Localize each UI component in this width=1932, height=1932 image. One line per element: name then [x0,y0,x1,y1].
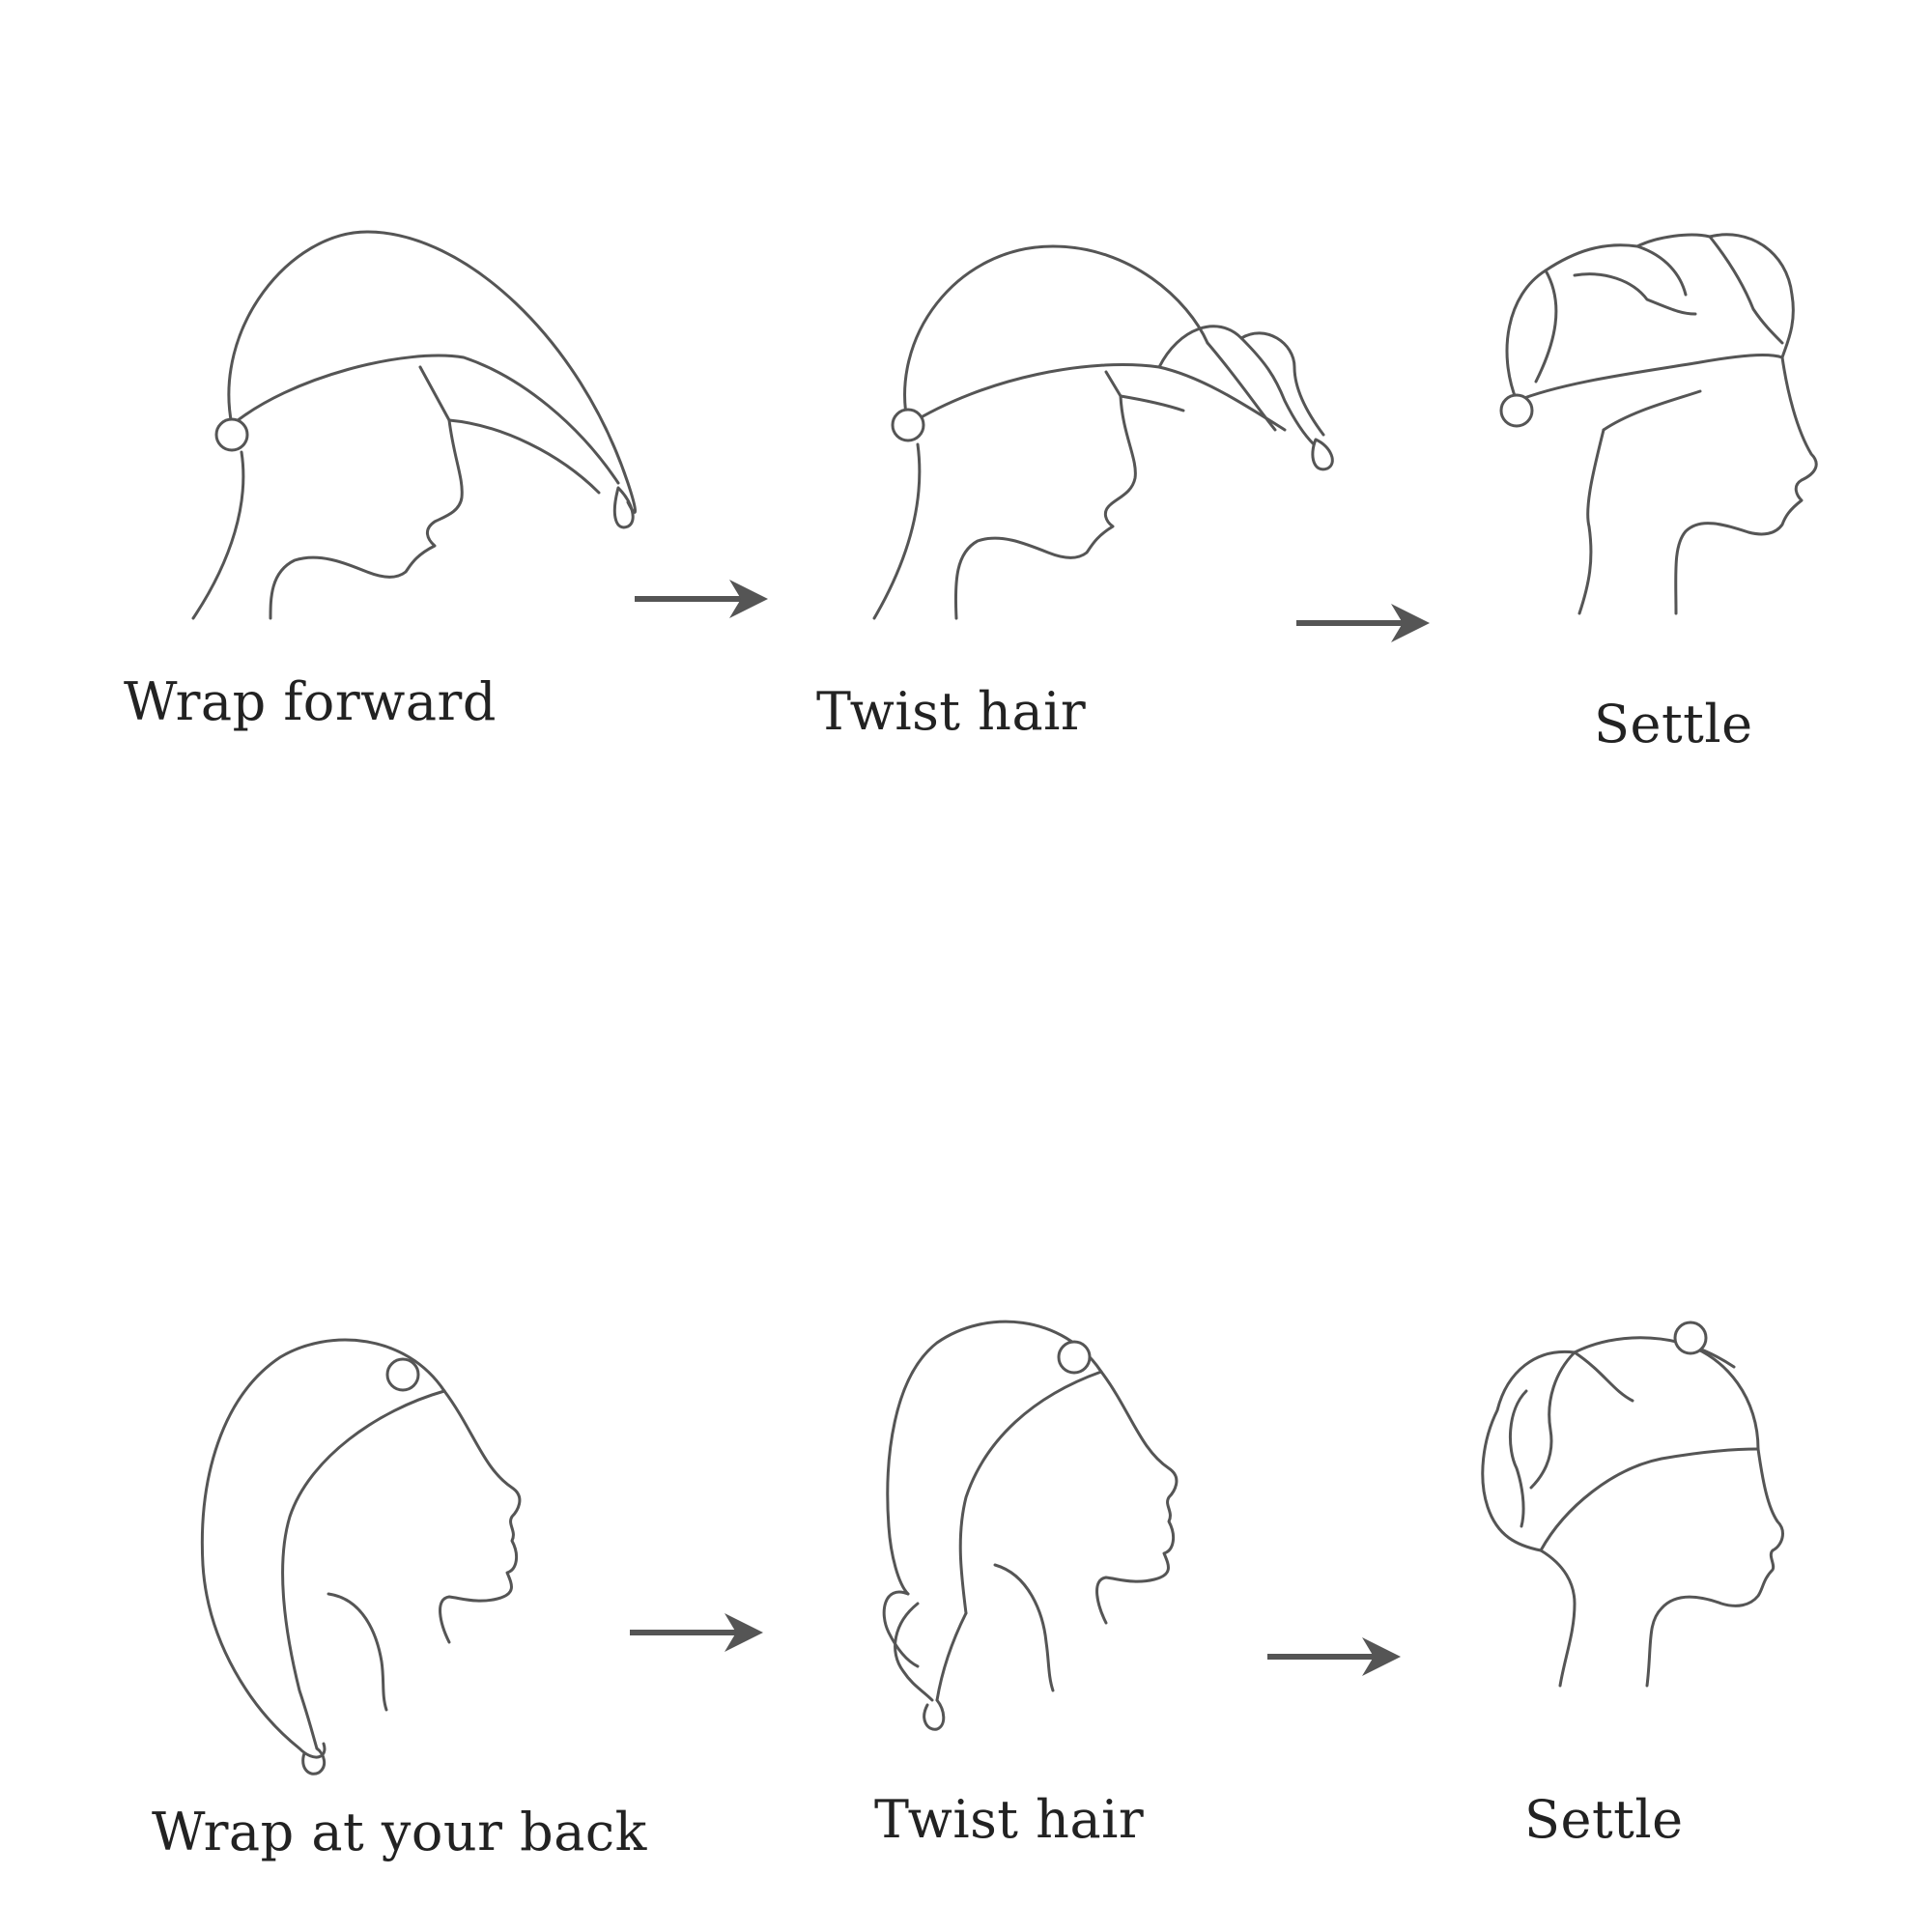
towel-twist-back-icon [882,1320,1179,1731]
right-arrow-icon [630,1613,763,1652]
step-label-settle: Settle [1524,1789,1684,1850]
right-arrow-icon [1267,1637,1401,1676]
step-label-twist-hair: Twist hair [816,681,1087,742]
towel-wrap-back-icon [200,1338,522,1776]
step-label-wrap-at-your-back: Wrap at your back [152,1802,647,1862]
step-label-twist-hair: Twist hair [874,1789,1145,1850]
towel-wrap-forward-icon [191,230,637,620]
step-label-settle: Settle [1594,694,1753,754]
step-label-wrap-forward: Wrap forward [124,671,497,732]
towel-settled-icon [1499,233,1818,615]
towel-twist-forward-icon [872,244,1334,620]
towel-settled-back-icon [1481,1321,1784,1688]
right-arrow-icon [1296,604,1430,642]
right-arrow-icon [635,580,768,618]
